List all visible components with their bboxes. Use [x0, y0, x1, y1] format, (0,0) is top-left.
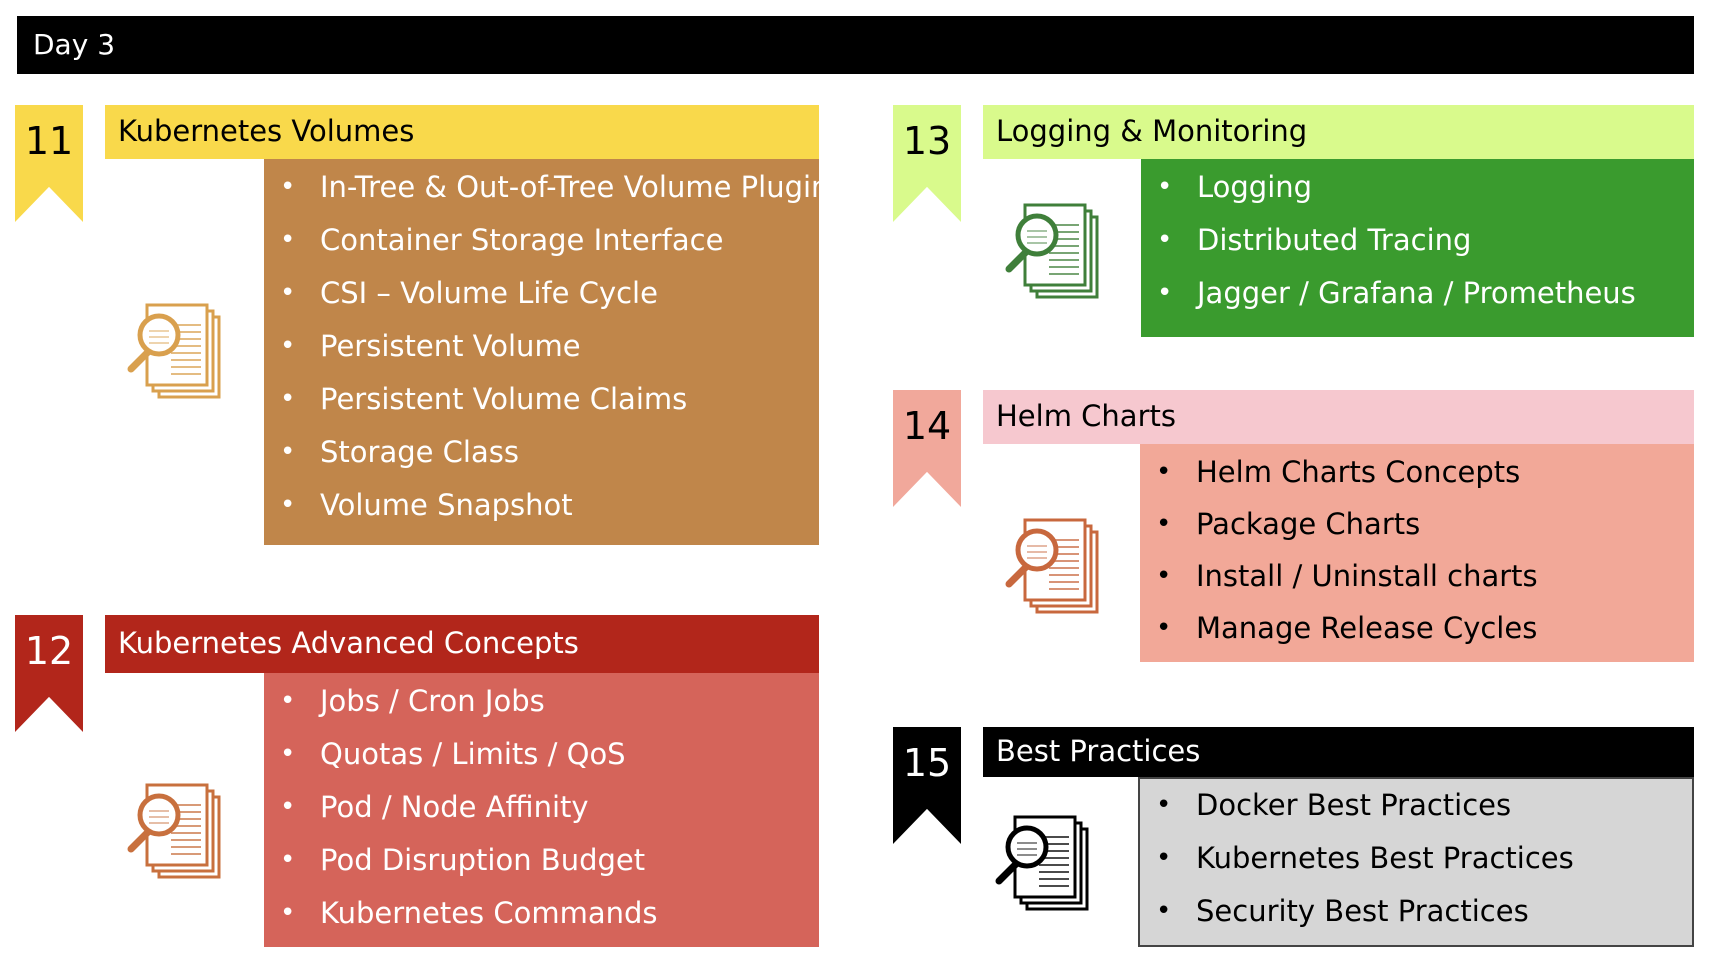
module-title: Kubernetes Volumes — [105, 105, 819, 159]
topic-label: Package Charts — [1196, 507, 1421, 541]
topic-label: CSI – Volume Life Cycle — [320, 276, 658, 310]
topic-item: • Pod Disruption Budget — [264, 838, 819, 891]
topic-label: Helm Charts Concepts — [1196, 455, 1521, 489]
topic-label: Security Best Practices — [1196, 894, 1529, 928]
topic-item: • Storage Class — [264, 430, 819, 483]
topic-item: • Kubernetes Best Practices — [1140, 836, 1692, 889]
module-title: Logging & Monitoring — [983, 105, 1694, 159]
topic-label: Jobs / Cron Jobs — [320, 684, 545, 718]
topic-item: • Quotas / Limits / QoS — [264, 732, 819, 785]
module-title: Best Practices — [983, 727, 1694, 777]
topic-item: • Volume Snapshot — [264, 483, 819, 536]
topic-label: Persistent Volume Claims — [320, 382, 688, 416]
bullet-icon: • — [280, 686, 296, 716]
curriculum-document-magnifier-icon — [1005, 518, 1099, 614]
topic-label: Kubernetes Best Practices — [1196, 841, 1574, 875]
topic-item: • Docker Best Practices — [1140, 783, 1692, 836]
topic-item: • Helm Charts Concepts — [1140, 450, 1694, 502]
topic-list: • Logging • Distributed Tracing • Jagger / Gr… — [1141, 159, 1694, 337]
bullet-icon: • — [1156, 561, 1172, 591]
bullet-icon: • — [1157, 225, 1173, 255]
curriculum-document-magnifier-icon — [1005, 203, 1099, 299]
bullet-icon: • — [280, 739, 296, 769]
module-14: 14 Helm Charts • Helm Charts Concepts • Pac… — [893, 390, 1694, 662]
bullet-icon: • — [280, 331, 296, 361]
module-number: 13 — [902, 119, 952, 163]
topic-list: •Jobs / Cron Jobs•Quotas / Limits / QoS•… — [264, 673, 819, 947]
module-number: 11 — [24, 119, 74, 163]
topic-item: • Package Charts — [1140, 502, 1694, 554]
topic-item: • Logging — [1141, 165, 1694, 218]
topic-label: Volume Snapshot — [320, 488, 573, 522]
topic-item: • In-Tree & Out-of-Tree Volume Plugins — [264, 165, 845, 218]
bullet-icon: • — [280, 278, 296, 308]
topic-item: • Container Storage Interface — [264, 218, 819, 271]
bullet-icon: • — [280, 437, 296, 467]
topic-label: Pod Disruption Budget — [320, 843, 646, 877]
curriculum-document-magnifier-icon — [995, 815, 1089, 911]
bullet-icon: • — [1156, 613, 1172, 643]
bullet-icon: • — [280, 384, 296, 414]
bullet-icon: • — [280, 792, 296, 822]
topic-label: Jagger / Grafana / Prometheus — [1197, 276, 1636, 310]
bullet-icon: • — [280, 845, 296, 875]
bullet-icon: • — [1156, 509, 1172, 539]
topic-label: Persistent Volume — [320, 329, 581, 363]
topic-label: Logging — [1197, 170, 1313, 204]
topic-item: • Distributed Tracing — [1141, 218, 1694, 271]
topic-item: • Pod / Node Affinity — [264, 785, 819, 838]
module-13: 13 Logging & Monitoring • Logging • Distrib… — [893, 105, 1694, 337]
topic-label: Kubernetes Commands — [320, 896, 658, 930]
bullet-icon: • — [280, 172, 296, 202]
topic-item: • Jobs / Cron Jobs — [264, 679, 819, 732]
topic-label: Manage Release Cycles — [1196, 611, 1538, 645]
topic-item: • Jagger / Grafana / Prometheus — [1141, 271, 1694, 324]
bullet-icon: • — [1157, 278, 1173, 308]
bullet-icon: • — [280, 225, 296, 255]
day-title-bar: Day 3 — [17, 16, 1694, 74]
bullet-icon: • — [1156, 457, 1172, 487]
bullet-icon: • — [280, 490, 296, 520]
module-title: Kubernetes Advanced Concepts — [105, 615, 819, 673]
topic-label: In-Tree & Out-of-Tree Volume Plugins — [320, 170, 845, 204]
topic-item: • CSI – Volume Life Cycle — [264, 271, 819, 324]
module-15: 15 Best Practices • Docker Best Practices… — [893, 727, 1694, 947]
topic-item: • Install / Uninstall charts — [1140, 554, 1694, 606]
module-number: 14 — [902, 404, 952, 448]
curriculum-document-magnifier-icon — [127, 783, 221, 879]
topic-item: • Manage Release Cycles — [1140, 606, 1694, 658]
bullet-icon: • — [1156, 843, 1172, 873]
topic-item: • Persistent Volume Claims — [264, 377, 819, 430]
topic-label: Install / Uninstall charts — [1196, 559, 1538, 593]
module-number: 12 — [24, 629, 74, 673]
topic-label: Quotas / Limits / QoS — [320, 737, 626, 771]
topic-list: • In-Tree & Out-of-Tree Volume Plugins • Co… — [264, 159, 845, 545]
module-12: 12 Kubernetes Advanced Concepts • Jobs / … — [15, 615, 820, 947]
topic-item: • Security Best Practices — [1140, 889, 1692, 942]
bullet-icon: • — [280, 898, 296, 928]
bullet-icon: • — [1156, 790, 1172, 820]
bullet-icon: • — [1157, 172, 1173, 202]
topic-label: Pod / Node Affinity — [320, 790, 589, 824]
topic-label: Storage Class — [320, 435, 519, 469]
module-number: 15 — [902, 741, 952, 785]
topic-list: • Docker Best Practices • Kubernetes Best P… — [1138, 777, 1694, 947]
curriculum-document-magnifier-icon — [127, 303, 221, 399]
topic-item: • Kubernetes Commands — [264, 891, 819, 944]
module-11: 11 Kubernetes Volumes • In-Tree & Out-of-… — [15, 105, 845, 545]
topic-label: Container Storage Interface — [320, 223, 724, 257]
module-title: Helm Charts — [983, 390, 1694, 444]
topic-list: • Helm Charts Concepts • Package Charts • Ins… — [1140, 444, 1694, 662]
topic-item: • Persistent Volume — [264, 324, 819, 377]
topic-label: Docker Best Practices — [1196, 788, 1512, 822]
topic-label: Distributed Tracing — [1197, 223, 1472, 257]
bullet-icon: • — [1156, 896, 1172, 926]
